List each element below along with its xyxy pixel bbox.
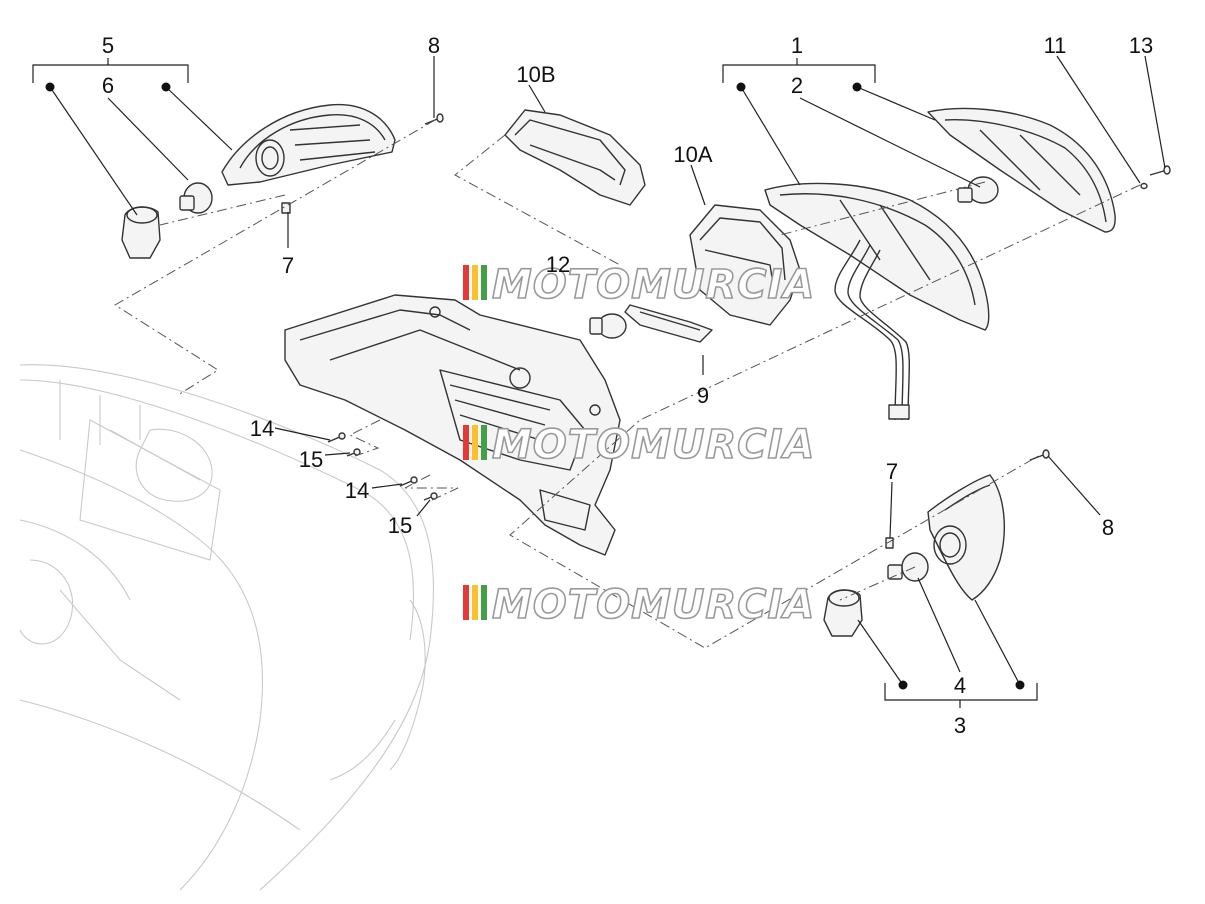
right-bulb-socket [823,589,863,637]
callout-1: 1 [791,33,803,58]
plate-light-bulb [589,313,627,339]
callout-14-lower: 14 [345,478,369,503]
leader-lines [32,55,1166,708]
callout-13: 13 [1129,33,1153,58]
callout-5: 5 [102,33,114,58]
callout-2: 2 [791,73,803,98]
scooter-body-outline [19,364,434,891]
callout-11: 11 [1044,33,1067,58]
callout-labels: 5 6 8 7 10B 10A 12 9 1 2 11 13 14 15 14 … [102,33,1153,738]
tail-light-housing [764,182,990,421]
lens-screw [1149,165,1171,176]
callout-4: 4 [954,673,966,698]
small-screws [327,432,438,501]
watermark-text: MOTOMURCIA [492,422,815,468]
callout-8-bottom: 8 [1102,515,1114,540]
callout-10a: 10A [673,142,712,167]
plate-light-lens [624,304,713,343]
lens-washer [1140,182,1148,190]
left-bulb-socket [121,206,161,259]
watermark-3: MOTOMURCIA [463,581,815,629]
callout-6: 6 [102,73,114,98]
left-indicator-bulb [179,182,213,214]
callout-7-bottom: 7 [886,459,898,484]
assembly-lines [114,119,1141,649]
watermark-2: MOTOMURCIA [463,421,815,469]
callout-8-top: 8 [428,33,440,58]
left-indicator-lens [221,103,396,186]
license-plate-bracket [284,294,621,556]
callout-3: 3 [954,713,966,738]
tail-light-lens [927,107,1116,233]
clip-top [281,202,291,214]
light-housing-10b [504,109,646,206]
light-housing-10a [689,204,801,326]
right-screw [1029,449,1050,461]
right-indicator-bulb [887,552,929,582]
watermark-text: MOTOMURCIA [492,582,815,628]
watermark-1: MOTOMURCIA [463,261,815,309]
right-indicator-lens [927,474,1005,601]
callout-15-upper: 15 [299,447,323,472]
callout-15-lower: 15 [388,513,412,538]
callout-7-top: 7 [282,253,294,278]
callout-9: 9 [697,383,709,408]
callout-10b: 10B [516,62,555,87]
tail-light-bulb [957,176,999,204]
clip-bottom [885,537,894,549]
callout-14-upper: 14 [250,416,274,441]
watermark-text: MOTOMURCIA [492,262,815,308]
callout-12: 12 [546,252,570,277]
